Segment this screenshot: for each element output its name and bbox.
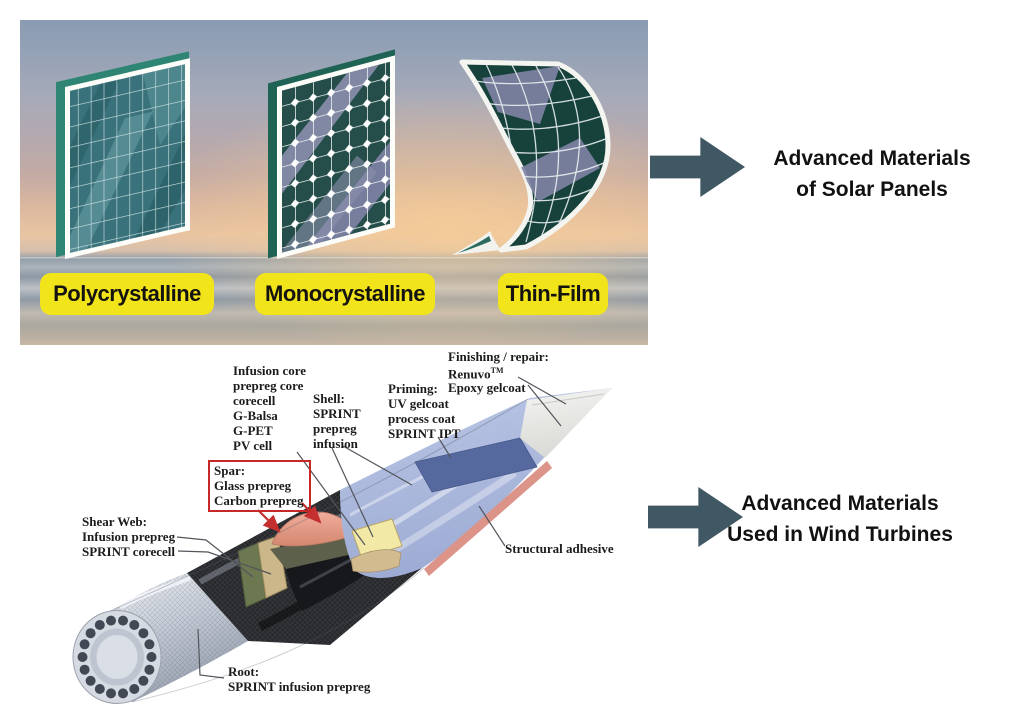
label-line: Glass prepreg [214, 478, 292, 493]
label-line: G-Balsa [233, 408, 278, 423]
leader-lines [176, 376, 567, 679]
structural-adhesive-edge [424, 461, 552, 576]
label-line: Finishing / repair: [448, 349, 549, 364]
solar-panel-polycrystalline [56, 51, 190, 259]
label-line: Epoxy gelcoat [448, 380, 526, 396]
label-line: Infusion prepreg [82, 529, 176, 544]
solar-heading-line1: Advanced Materials [773, 147, 971, 170]
blade-dark-blue-stripe [414, 437, 538, 493]
tan-trailing-panel [350, 549, 402, 573]
label-shear-web: Shear Web: Infusion prepreg SPRINT corec… [82, 514, 175, 559]
label-priming: Priming: UV gelcoat process coat SPRINT … [388, 381, 460, 441]
solar-arrow-icon [650, 137, 745, 197]
turbine-heading: Advanced Materials Used in Wind Turbines [700, 488, 980, 550]
label-line: process coat [388, 411, 456, 426]
blade-top-edge [109, 398, 529, 612]
label-line: prepreg [313, 421, 357, 436]
badge-monocrystalline: Monocrystalline [255, 273, 435, 315]
wind-turbine-blade-graphic [72, 376, 612, 704]
label-line: Infusion core [233, 363, 307, 378]
label-line: Spar: [214, 463, 246, 478]
label-line: Priming: [388, 381, 438, 396]
turbine-heading-line1: Advanced Materials [741, 492, 939, 515]
label-line: SPRINT IPT [388, 426, 461, 441]
label-structural-adhesive: Structural adhesive [505, 541, 614, 556]
label-line: Root: [228, 664, 260, 679]
spar-arrows [257, 502, 322, 533]
label-line: corecell [233, 393, 276, 408]
blade-white-tip [520, 388, 612, 458]
solar-panel-thin-film [452, 59, 611, 255]
label-line: PV cell [233, 438, 273, 453]
solar-panel-monocrystalline [268, 49, 395, 259]
label-line: Shell: [313, 391, 345, 406]
label-finishing-repair: Finishing / repair: RenuvoTM Epoxy gelco… [448, 350, 549, 395]
brand-name: Renuvo [448, 366, 491, 382]
root-flange [72, 610, 162, 704]
badge-polycrystalline: Polycrystalline [40, 273, 214, 315]
label-shell: Shell: SPRINT prepreg infusion [313, 391, 361, 451]
solar-panels-graphic [20, 49, 648, 259]
label-line: infusion [313, 436, 358, 451]
under-spar-layer [270, 533, 366, 569]
label-line: Carbon prepreg [214, 493, 304, 508]
yellow-core-panel [351, 518, 403, 560]
label-infusion-core: Infusion core prepreg core corecell G-Ba… [233, 363, 306, 453]
label-line: prepreg core [233, 378, 304, 393]
label-line: RenuvoTM [448, 364, 549, 381]
label-root: Root: SPRINT infusion prepreg [228, 664, 370, 694]
label-line: SPRINT corecell [82, 544, 176, 559]
turbine-heading-line2: Used in Wind Turbines [727, 523, 953, 546]
label-line: Shear Web: [82, 514, 147, 529]
label-line: UV gelcoat [388, 396, 449, 411]
solar-beach-photo: Polycrystalline Monocrystalline Thin-Fil… [20, 20, 648, 345]
solar-heading-line2: of Solar Panels [796, 178, 948, 201]
label-spar-box: Spar: Glass prepreg Carbon prepreg [208, 460, 312, 512]
blade-bottom-edge [131, 567, 425, 703]
badge-thin-film: Thin-Film [498, 273, 608, 315]
label-line: SPRINT infusion prepreg [228, 679, 371, 694]
label-line: SPRINT [313, 406, 361, 421]
horizon-line [20, 257, 648, 259]
trademark-superscript: TM [490, 366, 504, 375]
solar-heading: Advanced Materials of Solar Panels [732, 143, 1012, 205]
label-line: G-PET [233, 423, 273, 438]
